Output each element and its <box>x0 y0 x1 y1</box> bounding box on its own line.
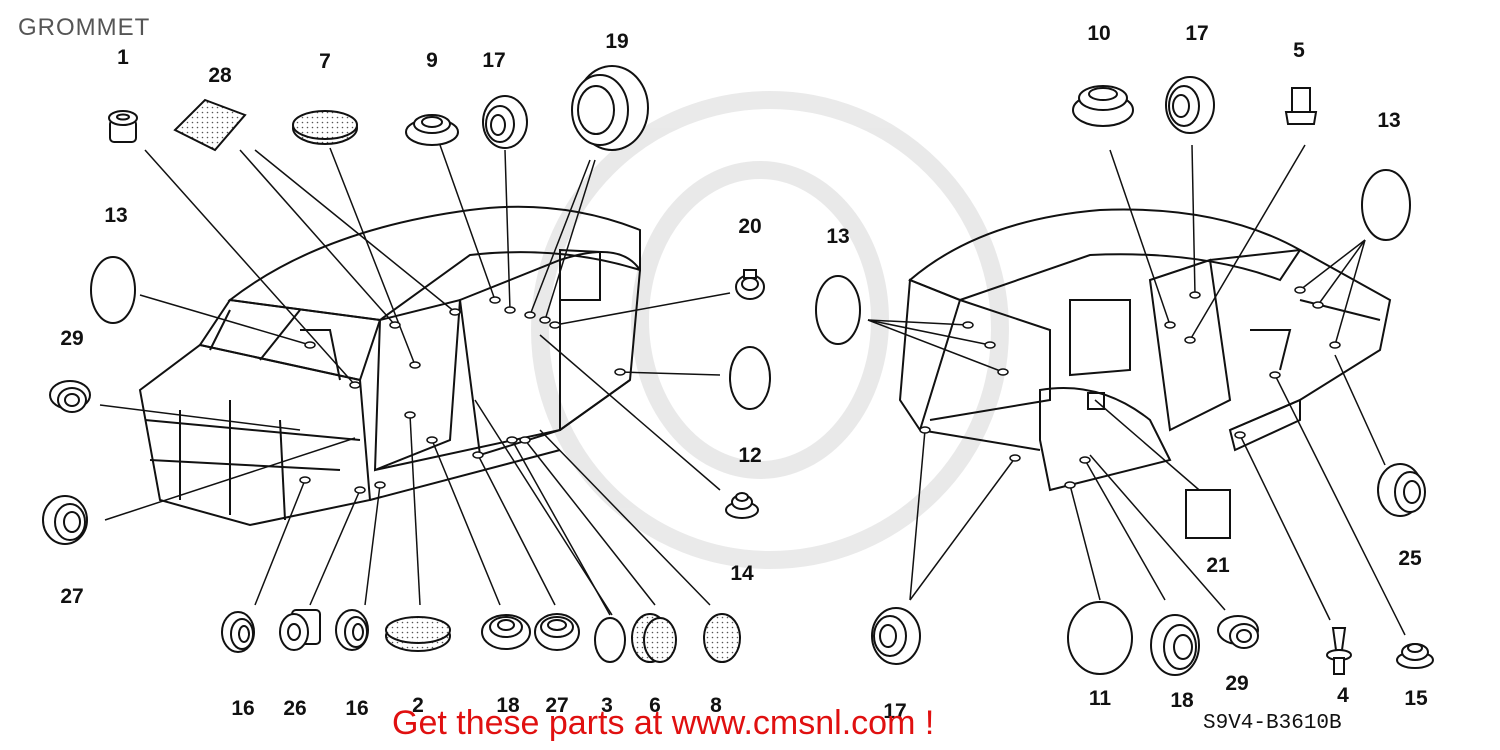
grommet-part-18b[interactable] <box>1150 614 1200 676</box>
part-illustrations <box>42 65 1434 676</box>
body-shell-rear-view <box>898 208 1392 492</box>
callout-28: 28 <box>208 64 232 87</box>
callout-6: 6 <box>649 694 661 717</box>
drawing-code: S9V4-B3610B <box>1203 712 1342 735</box>
leader-lines <box>99 144 1406 636</box>
grommet-part-29a[interactable] <box>49 380 91 413</box>
fastener-part-5[interactable] <box>1284 87 1318 125</box>
callout-25: 25 <box>1398 547 1422 570</box>
callout-12: 12 <box>738 444 761 467</box>
cap-part-6[interactable] <box>631 613 677 663</box>
callout-20: 20 <box>738 215 761 238</box>
callout-26: 26 <box>283 697 306 720</box>
callout-13b: 13 <box>826 225 849 248</box>
grommet-part-25[interactable] <box>1377 463 1426 517</box>
cap-part-8[interactable] <box>703 613 741 663</box>
grommet-part-17b[interactable] <box>1165 76 1215 134</box>
promo-link[interactable]: Get these parts at www.cmsnl.com ! <box>392 704 935 742</box>
seal-part-3[interactable] <box>594 617 626 663</box>
grommet-part-16b[interactable] <box>335 609 369 651</box>
callout-2: 2 <box>412 694 424 717</box>
pad-part-21[interactable] <box>1185 489 1231 539</box>
callout-17a: 17 <box>482 49 505 72</box>
callout-labels: 1 28 7 9 17 19 13 29 27 20 12 14 16 26 1… <box>60 22 1428 723</box>
grommet-part-15[interactable] <box>1396 643 1434 669</box>
grommet-part-29b[interactable] <box>1217 615 1259 649</box>
callout-15: 15 <box>1404 687 1428 710</box>
seal-part-13c[interactable] <box>1361 169 1411 241</box>
callout-29b: 29 <box>1225 672 1248 695</box>
callout-27b: 27 <box>545 694 568 717</box>
grommet-part-27a[interactable] <box>42 495 88 545</box>
callout-27a: 27 <box>60 585 83 608</box>
callout-7: 7 <box>319 50 331 73</box>
callout-8: 8 <box>710 694 722 717</box>
seal-part-12[interactable] <box>729 346 771 410</box>
cap-part-2[interactable] <box>385 616 451 652</box>
callout-13a: 13 <box>104 204 127 227</box>
callout-1: 1 <box>117 46 129 69</box>
grommet-part-20[interactable] <box>735 269 765 300</box>
callout-18b: 18 <box>1170 689 1194 712</box>
callout-21: 21 <box>1206 554 1230 577</box>
callout-9: 9 <box>426 49 438 72</box>
grommet-part-10[interactable] <box>1072 85 1134 127</box>
callout-4: 4 <box>1337 684 1349 707</box>
callout-17b: 17 <box>1185 22 1208 45</box>
grommet-part-14[interactable] <box>725 492 759 519</box>
callout-5: 5 <box>1293 39 1305 62</box>
callout-16b: 16 <box>345 697 368 720</box>
cap-part-11[interactable] <box>1067 601 1133 675</box>
pad-part-28[interactable] <box>173 98 247 152</box>
callout-13c: 13 <box>1377 109 1400 132</box>
grommet-part-19[interactable] <box>571 65 649 151</box>
watermark-logo <box>531 91 1009 569</box>
grommet-part-16a[interactable] <box>221 611 255 653</box>
seal-part-13b[interactable] <box>815 275 861 345</box>
callout-16a: 16 <box>231 697 254 720</box>
clip-part-4[interactable] <box>1326 627 1352 675</box>
callout-10: 10 <box>1087 22 1110 45</box>
grommet-part-1[interactable] <box>108 110 138 143</box>
callout-19: 19 <box>605 30 628 53</box>
callout-29a: 29 <box>60 327 83 350</box>
callout-18a: 18 <box>496 694 520 717</box>
callout-3: 3 <box>601 694 613 717</box>
grommet-part-9[interactable] <box>405 114 459 146</box>
cap-part-7[interactable] <box>292 110 358 145</box>
clip-part-26[interactable] <box>279 609 321 651</box>
body-shell-front-view <box>138 205 642 527</box>
grommet-part-17a[interactable] <box>482 95 528 149</box>
callout-11: 11 <box>1089 687 1112 710</box>
callout-14: 14 <box>730 562 754 585</box>
callout-17c: 17 <box>883 700 906 723</box>
mounting-holes <box>299 286 1341 494</box>
page-title: GROMMET <box>18 14 151 41</box>
grommet-part-18a[interactable] <box>481 614 531 650</box>
grommet-part-27b[interactable] <box>534 613 580 651</box>
grommet-part-17c[interactable] <box>871 607 921 665</box>
seal-part-13a[interactable] <box>90 256 136 324</box>
